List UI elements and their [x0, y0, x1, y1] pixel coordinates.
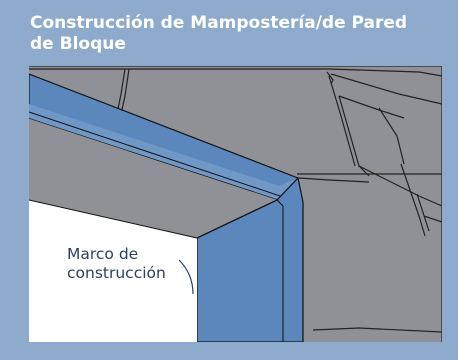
frame-header-soffit: [29, 104, 298, 206]
mortar-joint-vertical-4: [328, 75, 356, 167]
frame-label-line-2: construcción: [67, 264, 166, 282]
mortar-joint-horizontal-4: [298, 177, 370, 183]
frame-label-line-1: Marco de: [67, 245, 139, 263]
frame-jamb-edge: [276, 199, 284, 342]
mortar-joints: [29, 66, 442, 342]
masonry-wall-illustration: [29, 66, 442, 342]
title-line-1: Construcción de Mampostería/de Pared: [30, 13, 408, 33]
frame-label: Marco de construcción: [67, 245, 166, 283]
mortar-joint-horizontal-2: [338, 95, 405, 119]
frame-header-edge: [29, 111, 299, 203]
mortar-joint-bottom: [312, 327, 442, 333]
opening-top-edge: [29, 199, 198, 239]
mortar-joint-vertical-2: [120, 68, 130, 115]
mortar-joint-vertical-6: [378, 107, 405, 165]
mortar-joint-horizontal-3: [358, 165, 442, 207]
diagram-title: Construcción de Mampostería/de Pared de …: [30, 13, 430, 55]
mortar-joint-horizontal-1: [330, 73, 442, 105]
mortar-joint-horizontal-6: [423, 215, 442, 223]
mortar-joint-vertical-3: [326, 71, 334, 85]
wall-opening: [29, 200, 197, 342]
mortar-joint-vertical-8: [400, 163, 426, 237]
mortar-joint-vertical-1: [116, 68, 126, 115]
mortar-joint-top: [29, 68, 442, 77]
title-line-2: de Bloque: [30, 34, 126, 54]
label-leader-line: [178, 259, 194, 295]
frame-jamb-top-edge: [196, 199, 278, 239]
mortar-joint-vertical-7: [416, 193, 430, 232]
